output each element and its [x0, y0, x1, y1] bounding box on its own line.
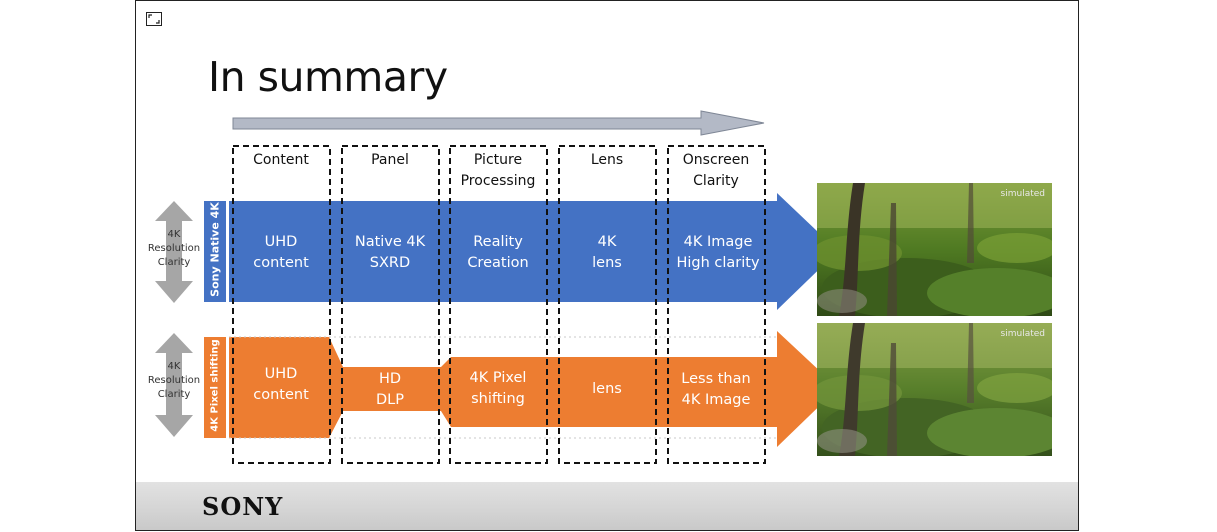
simulated-label-top: simulated: [1000, 189, 1045, 199]
stage-header-content: Content: [253, 152, 309, 168]
row-label-native-4k: Sony Native 4K: [208, 202, 222, 297]
native-clarity-cell: 4K Image High clarity: [676, 234, 760, 271]
stage-column-clarity: [667, 145, 766, 464]
row-label-pixel-shifting: 4K Pixel shifting: [209, 339, 221, 432]
shift-clarity-cell: Less than 4K Image: [681, 371, 751, 408]
sony-logo: SONY: [202, 492, 284, 521]
native-lens-cell: 4K lens: [592, 234, 622, 271]
shift-content-cell: UHD content: [253, 366, 309, 403]
native-panel-cell: Native 4K SXRD: [354, 234, 426, 271]
pixel-shift-photo: simulated: [817, 323, 1052, 456]
shift-lens-cell: lens: [592, 381, 622, 397]
resolution-arrow-bottom: [155, 333, 193, 437]
stage-header-panel: Panel: [371, 152, 409, 168]
native-content-cell: UHD content: [253, 234, 309, 271]
stage-header-lens: Lens: [590, 152, 624, 168]
native-processing-cell: Reality Creation: [467, 234, 529, 271]
resolution-arrow-top: [155, 201, 193, 303]
expand-icon[interactable]: [146, 12, 162, 26]
stage-column-panel: [341, 145, 440, 464]
native-4k-band: [229, 193, 838, 310]
simulated-label-bottom: simulated: [1000, 329, 1045, 339]
pixel-shift-band: [229, 331, 838, 447]
shift-panel-cell: HD DLP: [376, 371, 404, 408]
native-4k-photo: simulated: [817, 183, 1052, 316]
stage-header-clarity: Onscreen Clarity: [682, 152, 750, 189]
stage-column-processing: [449, 145, 548, 464]
stage-header-processing: Picture Processing: [460, 152, 536, 189]
diagram-graphics: [155, 110, 838, 464]
resolution-clarity-label-bottom: 4K Resolution Clarity: [147, 361, 201, 400]
slide: In summary Content: [135, 0, 1079, 531]
footer-bar: [136, 482, 1078, 530]
shift-processing-cell: 4K Pixel shifting: [469, 370, 527, 407]
process-arrow: [232, 110, 765, 136]
native-4k-label-bg: [204, 201, 226, 302]
stage-column-lens: [558, 145, 657, 464]
resolution-clarity-label-top: 4K Resolution Clarity: [147, 229, 201, 268]
page-title: In summary: [208, 53, 448, 101]
pixel-shift-label-bg: [204, 337, 226, 438]
stage-column-content: [232, 145, 331, 464]
